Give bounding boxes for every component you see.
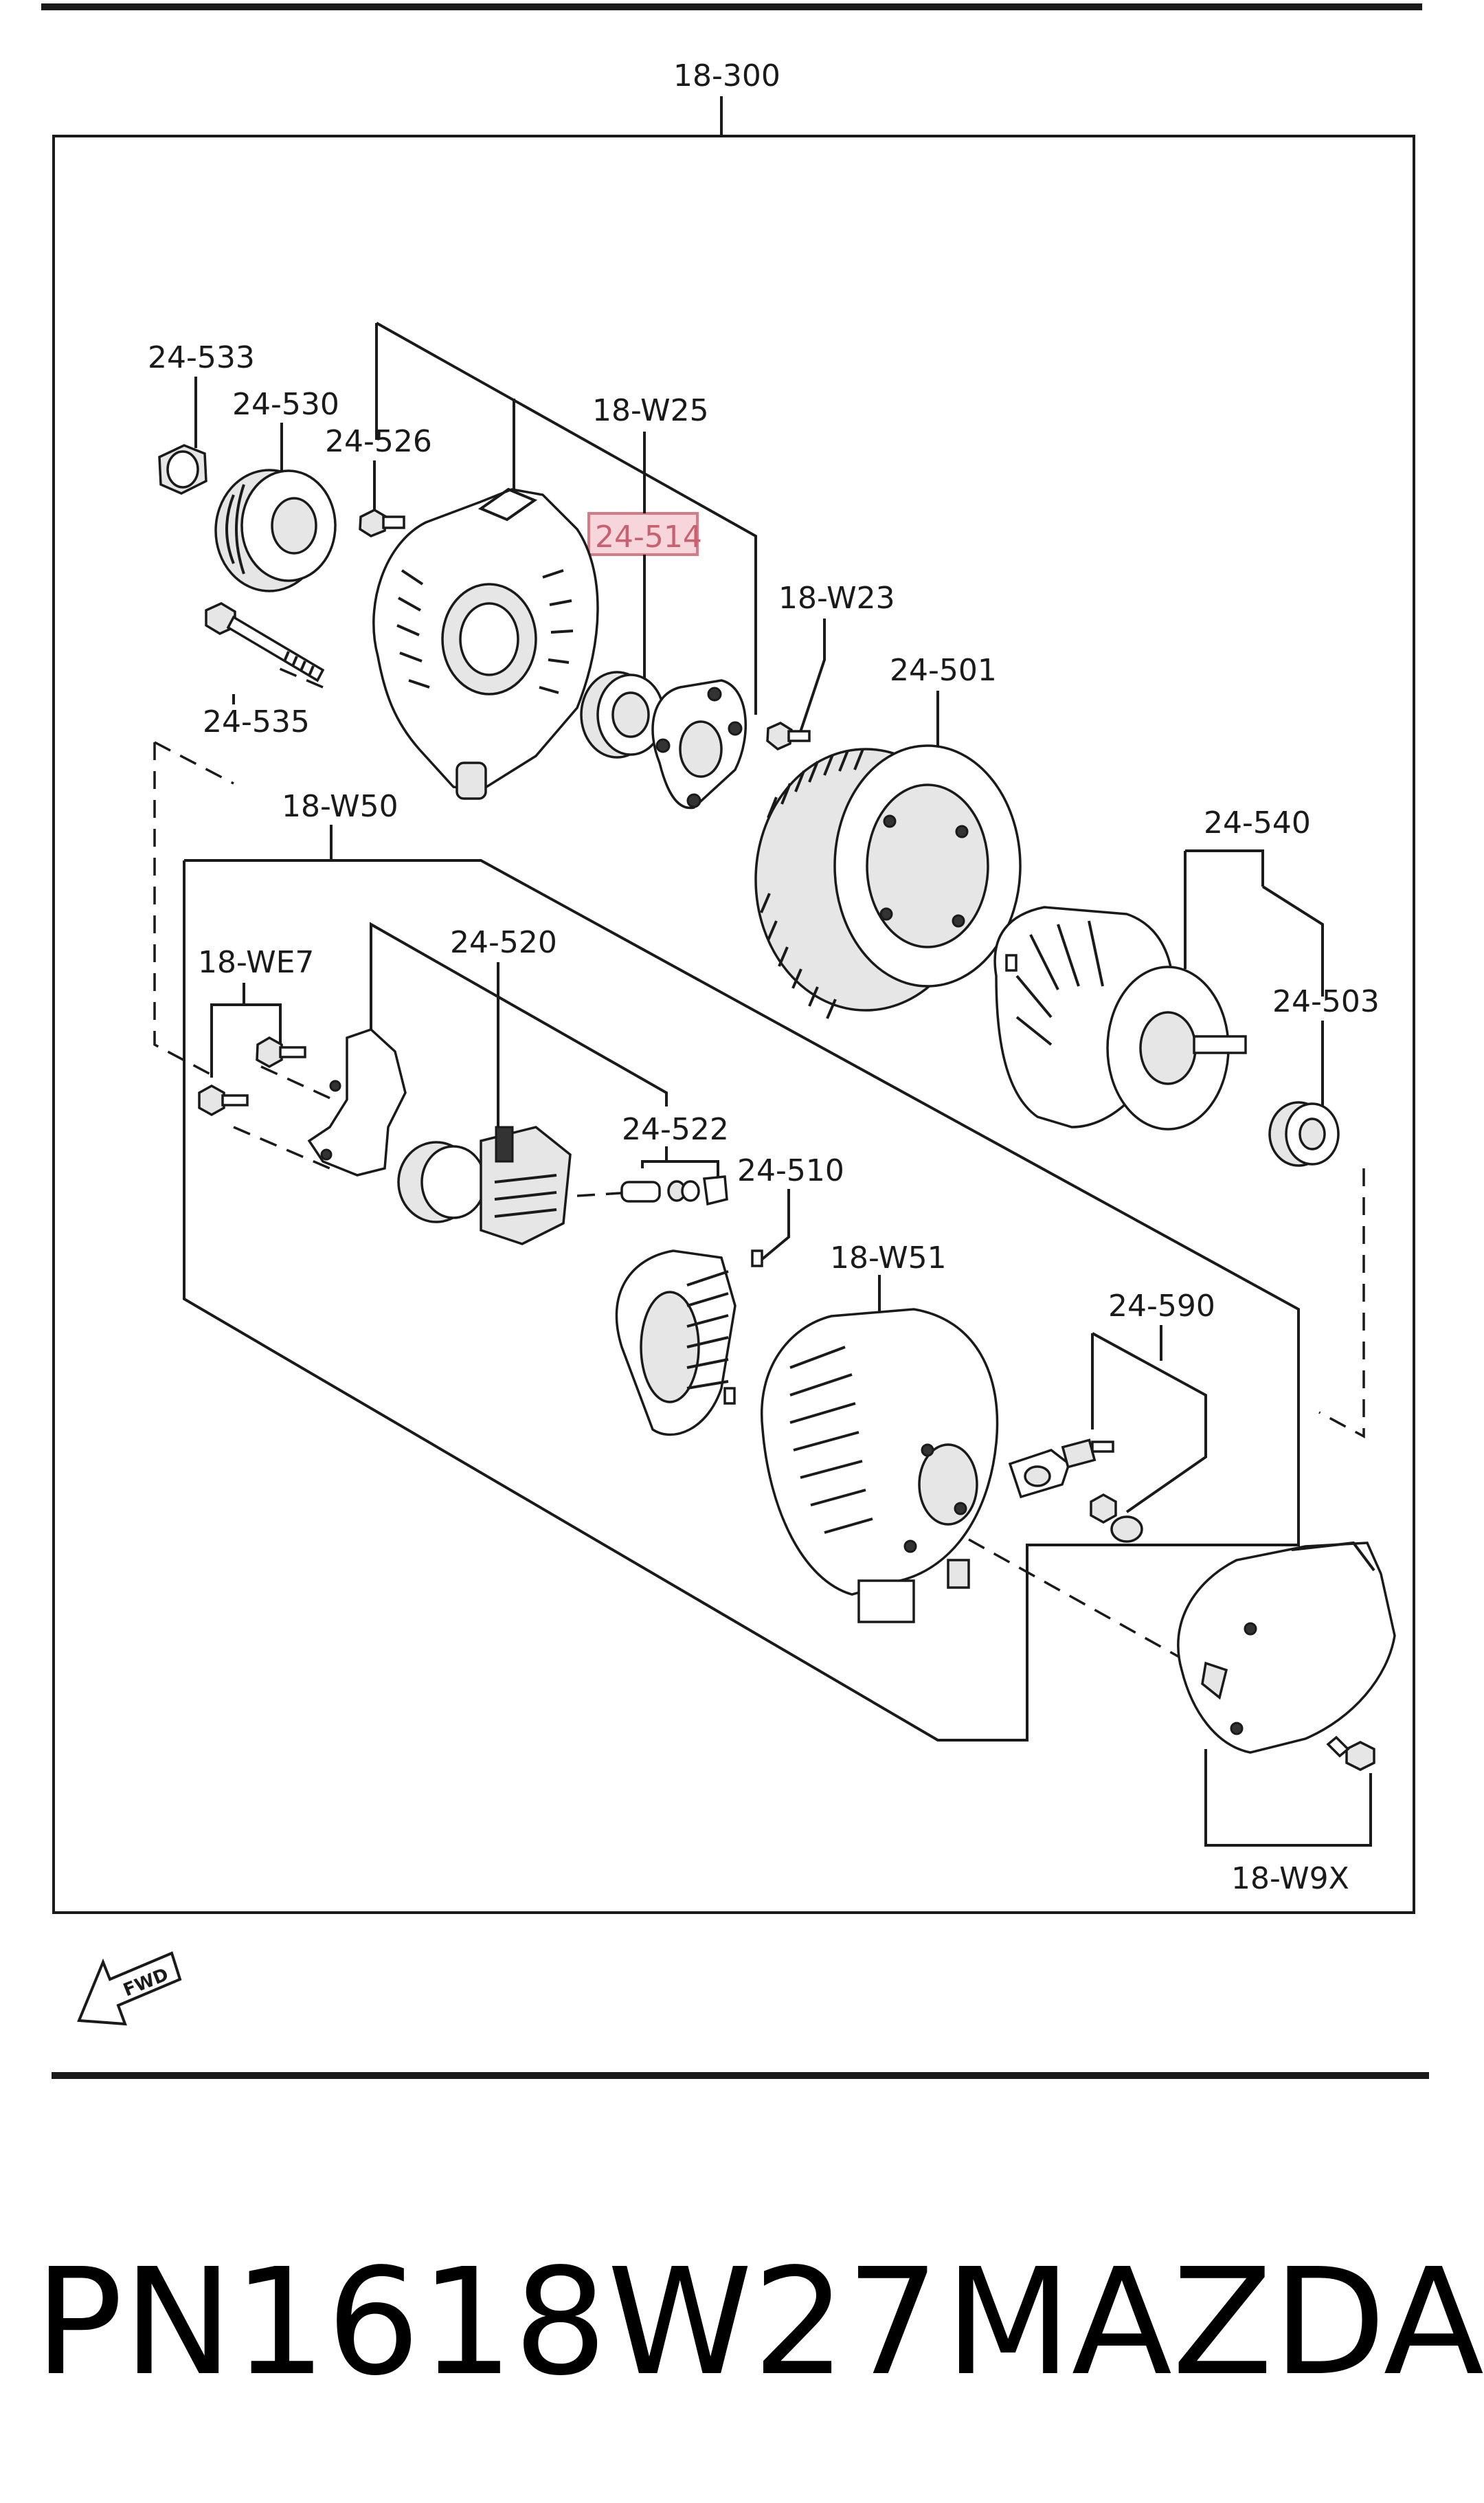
label-24-510[interactable]: 24-510	[737, 1153, 844, 1188]
caption-bar: PN1618W27 MAZDA	[0, 2220, 1484, 2426]
part-24-590-terminal[interactable]	[1008, 1438, 1143, 1543]
label-24-530[interactable]: 24-530	[232, 387, 339, 422]
brand-name: MAZDA	[945, 2237, 1484, 2408]
label-24-501[interactable]: 24-501	[890, 653, 997, 688]
part-24-530-pulley[interactable]	[214, 469, 337, 592]
label-18-W23[interactable]: 18-W23	[778, 581, 895, 616]
part-24-514-bearing[interactable]	[580, 671, 665, 759]
part-24-540-rotor[interactable]	[993, 906, 1247, 1131]
part-terminal-plate[interactable]	[307, 1028, 407, 1177]
part-24-535-bolt[interactable]	[205, 602, 325, 682]
part-18-W9X-rear-cover[interactable]	[1177, 1541, 1396, 1771]
label-24-590[interactable]: 24-590	[1108, 1289, 1215, 1324]
part-retainer-plate[interactable]	[651, 679, 747, 810]
fwd-arrow-icon: FWD	[77, 1951, 182, 2026]
part-front-housing[interactable]	[372, 487, 599, 800]
part-18-W23-screw[interactable]	[766, 722, 811, 751]
label-18-W25[interactable]: 18-W25	[592, 393, 709, 428]
leader-lines	[183, 322, 1372, 1847]
label-18-W9X[interactable]: 18-W9X	[1231, 1861, 1349, 1896]
label-18-W51[interactable]: 18-W51	[830, 1241, 947, 1276]
label-24-540[interactable]: 24-540	[1204, 805, 1311, 841]
label-18-WE7[interactable]: 18-WE7	[198, 945, 314, 980]
part-24-520-regulator[interactable]	[397, 1126, 572, 1245]
label-24-526[interactable]: 24-526	[325, 424, 432, 459]
part-24-533-nut[interactable]	[158, 444, 207, 495]
label-24-533[interactable]: 24-533	[148, 340, 255, 375]
part-24-503-bearing[interactable]	[1268, 1101, 1340, 1167]
assembly-frame	[52, 135, 1415, 1914]
part-24-510-rectifier[interactable]	[615, 1249, 763, 1436]
label-18-300[interactable]: 18-300	[673, 58, 780, 93]
label-24-535[interactable]: 24-535	[203, 704, 310, 739]
part-24-526-screw[interactable]	[359, 509, 405, 537]
part-18-W51-rear-housing[interactable]	[761, 1308, 999, 1623]
part-24-501-stator[interactable]	[754, 744, 1022, 1019]
label-24-503[interactable]: 24-503	[1272, 984, 1380, 1019]
part-18-WE7-screws[interactable]	[198, 1036, 306, 1117]
label-24-522[interactable]: 24-522	[622, 1112, 729, 1147]
label-18-W50[interactable]: 18-W50	[282, 789, 398, 824]
part-number: PN1618W27	[34, 2237, 940, 2408]
label-24-514[interactable]: 24-514	[595, 520, 702, 555]
alignment-dashes	[153, 665, 1365, 1706]
part-24-522-brushes[interactable]	[620, 1175, 728, 1206]
label-24-520[interactable]: 24-520	[450, 925, 557, 960]
